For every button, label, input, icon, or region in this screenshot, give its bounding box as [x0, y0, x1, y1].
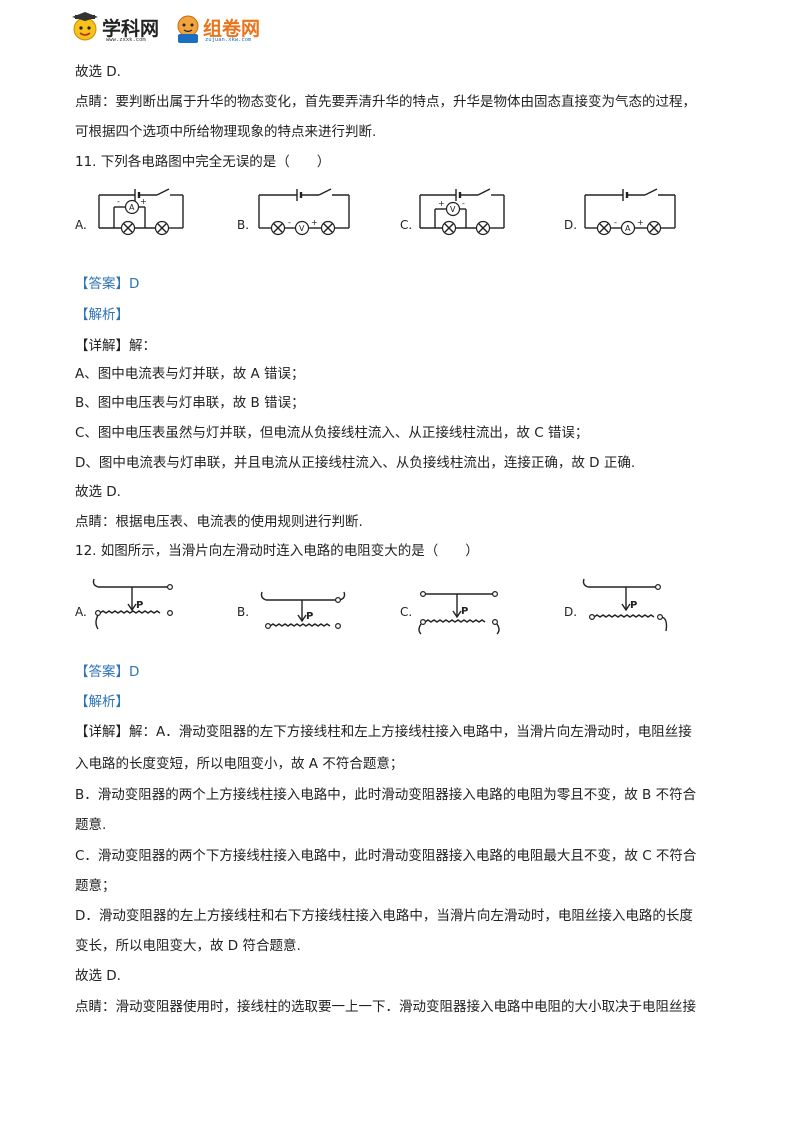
- q12-option-c-label: C.: [400, 605, 413, 619]
- q12-detail-line: D．滑动变阻器的左上方接线柱和右下方接线柱接入电路中，当滑片向左滑动时，电阻丝接…: [75, 908, 693, 924]
- ammeter-symbol: A: [129, 203, 135, 212]
- text-line: 点睛：要判断出属于升华的物态变化，首先要弄清升华的特点，升华是物体由固态直接变为…: [75, 94, 696, 110]
- q12-rheostat-b: P: [260, 591, 346, 629]
- text-line: 故选 D.: [75, 64, 121, 80]
- q12-detail-line: 变长，所以电阻变大，故 D 符合题意.: [75, 938, 301, 954]
- xkw-logo-text: 学科网: [102, 18, 160, 40]
- slider-p-label: P: [306, 611, 313, 622]
- q11-circuit-c: V + -: [419, 188, 505, 236]
- q11-option-d-label: D.: [564, 218, 578, 232]
- q12-analysis-heading: 【解析】: [75, 694, 129, 710]
- slider-p-label: P: [136, 600, 143, 611]
- q11-option-a-label: A.: [75, 218, 87, 232]
- q11-circuit-b: V - +: [258, 188, 350, 236]
- q11-note: 点睛：根据电压表、电流表的使用规则进行判断.: [75, 514, 363, 530]
- ammeter-symbol: A: [625, 224, 631, 233]
- slider-p-label: P: [630, 600, 637, 611]
- q11-analysis-heading: 【解析】: [75, 307, 129, 323]
- svg-text:-: -: [614, 218, 617, 227]
- question-12-stem: 12. 如图所示，当滑片向左滑动时连入电路的电阻变大的是（ ）: [75, 543, 479, 559]
- svg-text:+: +: [140, 197, 147, 206]
- slider-p-label: P: [461, 606, 468, 617]
- q11-detail-line: D、图中电流表与灯串联，并且电流从正接线柱流入、从负接线柱流出，连接正确，故 D…: [75, 455, 636, 471]
- q12-choose: 故选 D.: [75, 968, 121, 984]
- voltmeter-symbol: V: [299, 224, 305, 233]
- zjw-logo-url: zujuan.xkw.com: [205, 37, 252, 43]
- q11-option-b-label: B.: [237, 218, 250, 232]
- q11-circuit-d: A - +: [584, 188, 676, 236]
- q12-detail-line: 题意；: [75, 878, 116, 894]
- q12-option-d-label: D.: [564, 605, 578, 619]
- q12-rheostat-d: P: [582, 578, 668, 632]
- q12-rheostat-a: P: [92, 578, 173, 630]
- q12-detail-line: 题意.: [75, 817, 107, 833]
- q11-choose: 故选 D.: [75, 484, 121, 500]
- text-line: 可根据四个选项中所给物理现象的特点来进行判断.: [75, 124, 377, 140]
- zjw-mascot-icon: [177, 15, 199, 43]
- q12-detail-line: B．滑动变阻器的两个上方接线柱接入电路中，此时滑动变阻器接入电路的电阻为零且不变…: [75, 787, 697, 803]
- xkw-logo-url: www.zxxk.com: [106, 37, 146, 43]
- q11-detail-heading: 【详解】解：: [75, 338, 156, 354]
- q12-detail-line: C．滑动变阻器的两个下方接线柱接入电路中，此时滑动变阻器接入电路的电阻最大且不变…: [75, 848, 697, 864]
- q11-detail-line: B、图中电压表与灯串联，故 B 错误；: [75, 395, 305, 411]
- xkw-mascot-icon: [72, 12, 98, 41]
- q11-option-c-label: C.: [400, 218, 413, 232]
- xkw-logo: 学科网 www.zxxk.com: [70, 10, 170, 46]
- zjw-logo: 组卷网 zujuan.xkw.com: [175, 10, 275, 46]
- svg-text:-: -: [462, 199, 465, 208]
- q12-answer: 【答案】D: [75, 664, 140, 680]
- svg-text:+: +: [637, 218, 644, 227]
- q12-option-a-label: A.: [75, 605, 87, 619]
- q12-detail-line: 入电路的长度变短，所以电阻变小，故 A 不符合题意；: [75, 756, 404, 772]
- q12-option-b-label: B.: [237, 605, 250, 619]
- zjw-logo-text: 组卷网: [203, 18, 261, 40]
- svg-text:-: -: [117, 197, 120, 206]
- q12-note: 点睛：滑动变阻器使用时，接线柱的选取要一上一下．滑动变阻器接入电路中电阻的大小取…: [75, 999, 696, 1015]
- question-11-stem: 11. 下列各电路图中完全无误的是（ ）: [75, 154, 331, 170]
- q11-circuit-a: A - +: [98, 188, 184, 236]
- svg-text:+: +: [311, 218, 318, 227]
- svg-text:-: -: [288, 218, 291, 227]
- q11-detail-line: C、图中电压表虽然与灯并联，但电流从负接线柱流入、从正接线柱流出，故 C 错误；: [75, 425, 589, 441]
- q11-detail-line: A、图中电流表与灯并联，故 A 错误；: [75, 366, 305, 382]
- q12-rheostat-c: P: [418, 590, 500, 635]
- voltmeter-symbol: V: [450, 205, 456, 214]
- q11-answer: 【答案】D: [75, 276, 140, 292]
- q12-detail-line: 【详解】解：A．滑动变阻器的左下方接线柱和左上方接线柱接入电路中，当滑片向左滑动…: [75, 724, 692, 740]
- svg-text:+: +: [438, 199, 445, 208]
